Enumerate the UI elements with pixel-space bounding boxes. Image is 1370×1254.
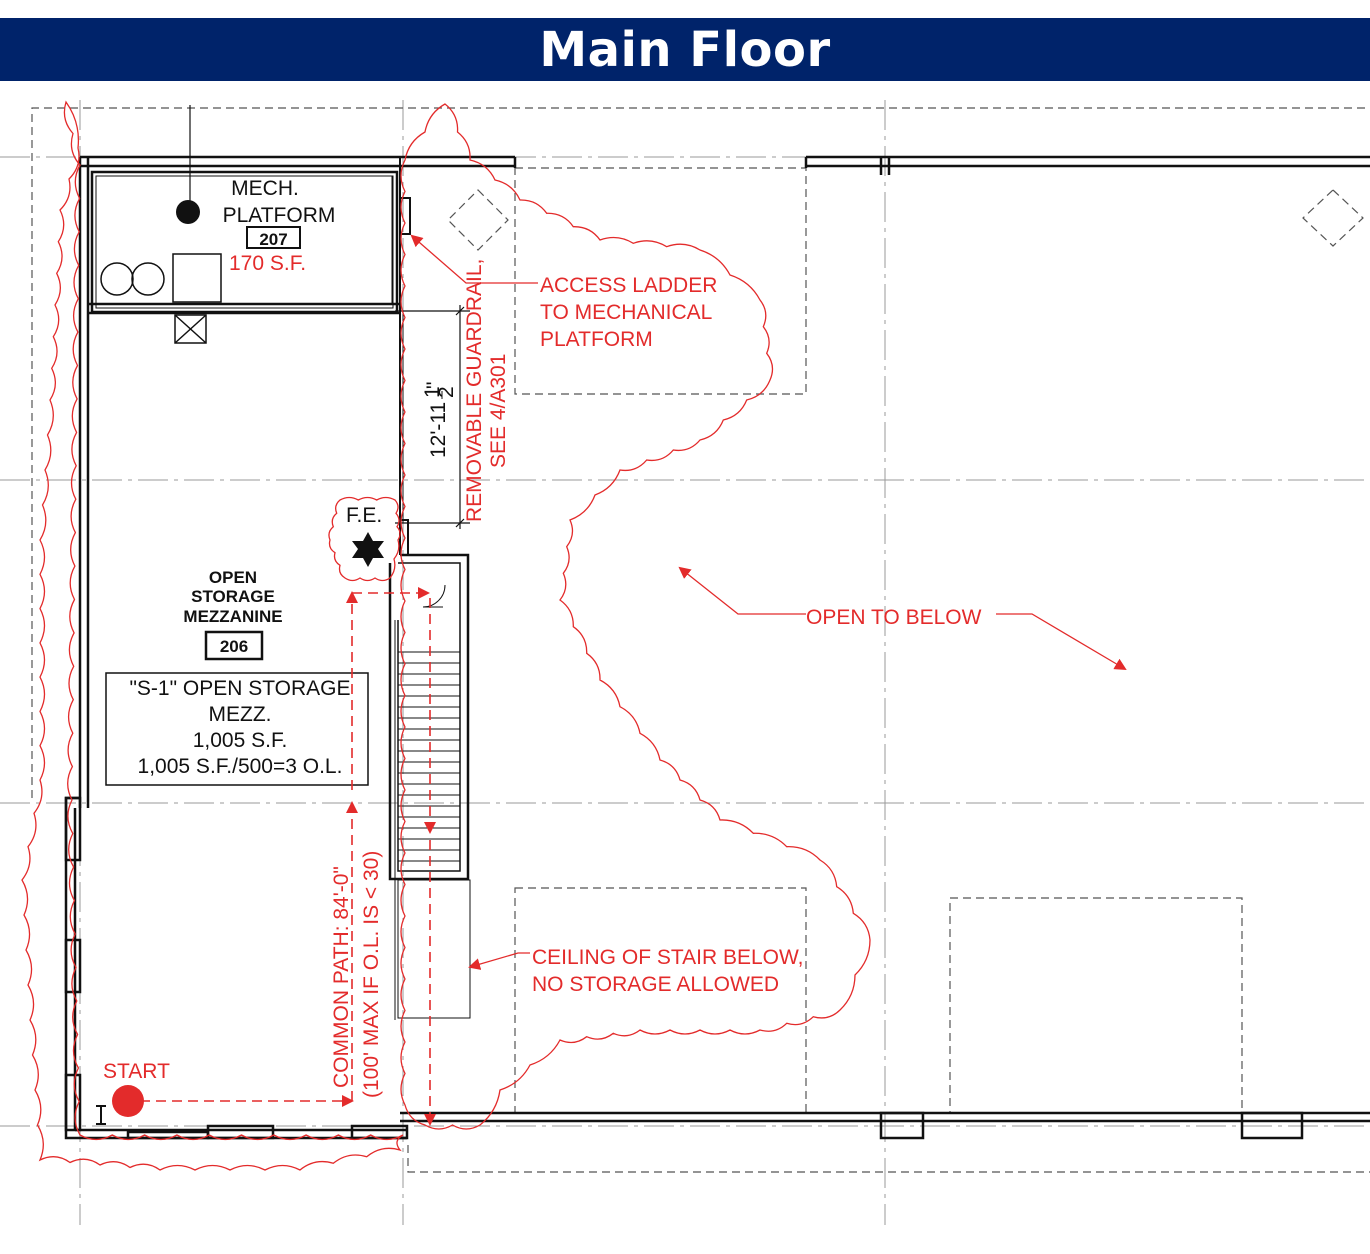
title-banner: Main Floor: [0, 18, 1370, 81]
storage-label-line2: STORAGE: [191, 587, 275, 606]
mech-room-number: 207: [259, 230, 287, 249]
guardrail-note-2: SEE 4/A301: [487, 354, 510, 468]
grid-lines: [0, 100, 1370, 1225]
fire-extinguisher-label: F.E.: [346, 504, 382, 527]
start-label: START: [103, 1060, 170, 1083]
stair: [388, 519, 471, 1020]
common-path-label: COMMON PATH: 84'-0": [330, 866, 353, 1088]
dimension-inch: ": [423, 382, 446, 389]
storage-label-line1: OPEN: [209, 568, 257, 587]
dimension-fraction-den: 2: [435, 386, 458, 398]
access-ladder-line2: TO MECHANICAL: [540, 301, 712, 324]
common-path-line2: (100' MAX IF O.L. IS < 30): [360, 851, 383, 1098]
column-dot-icon: [176, 200, 200, 224]
guardrail-line2: SEE 4/A301: [487, 354, 510, 468]
fire-extinguisher-icon: [352, 532, 384, 567]
start-point-icon: [112, 1085, 144, 1117]
occupancy-line2: MEZZ.: [209, 703, 272, 726]
mech-label-line1: MECH.: [231, 177, 299, 200]
ceiling-stair-line2: NO STORAGE ALLOWED: [532, 973, 779, 996]
storage-room-tag: [204, 630, 264, 661]
open-to-below-label: OPEN TO BELOW: [806, 606, 982, 629]
occupancy-line3: 1,005 S.F.: [193, 729, 288, 752]
door-marker: [96, 1105, 106, 1125]
dimension-fraction-num: 1: [421, 386, 444, 398]
mech-room-tag: [246, 226, 301, 249]
svg-text:12'-11: 12'-11: [427, 402, 450, 458]
ceiling-stair-line1: CEILING OF STAIR BELOW,: [532, 946, 804, 969]
mech-area: 170 S.F.: [229, 252, 306, 275]
dimension-line: [395, 305, 470, 529]
access-ladder-line1: ACCESS LADDER: [540, 274, 717, 297]
storage-label-line3: MEZZANINE: [183, 607, 282, 626]
egress-path: [140, 587, 436, 1126]
occupancy-line4: 1,005 S.F./500=3 O.L.: [138, 755, 343, 778]
access-ladder-line3: PLATFORM: [540, 328, 653, 351]
page-title: Main Floor: [539, 21, 831, 78]
mech-platform: [88, 105, 411, 520]
occupancy-box: [105, 672, 369, 786]
red-leaders: [410, 234, 1127, 970]
occupancy-line1: "S-1" OPEN STORAGE: [129, 677, 350, 700]
guardrail-line1: REMOVABLE GUARDRAIL,: [463, 259, 486, 522]
revision-clouds: [21, 100, 871, 1171]
common-path-line1: COMMON PATH: 84'-0": [330, 866, 353, 1088]
guardrail-note: REMOVABLE GUARDRAIL,: [463, 259, 486, 522]
common-path-note: (100' MAX IF O.L. IS < 30): [360, 851, 383, 1098]
mech-label-line2: PLATFORM: [223, 204, 336, 227]
dimension-label: 12'-11 1 2 ": [421, 382, 458, 458]
storage-room-number: 206: [220, 637, 248, 656]
